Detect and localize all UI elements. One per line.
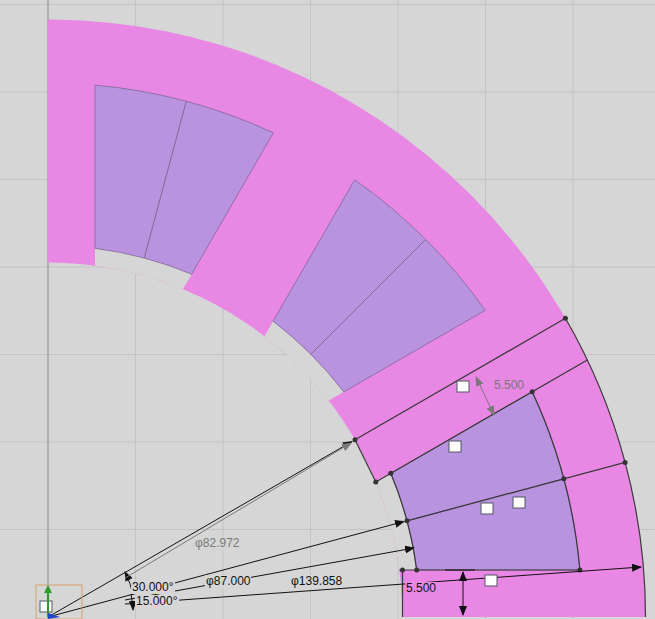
diameter-dimension: φ87.000: [205, 575, 251, 588]
coil-segments: [95, 85, 580, 570]
dimension-value: 5.500: [493, 379, 525, 392]
angle-dimension: 30.000°: [131, 581, 175, 594]
sketch-outline: [355, 318, 646, 617]
dimension-value: 5.500: [405, 582, 437, 595]
diameter-dimension: φ82.972: [194, 537, 240, 550]
sketch-points: [353, 316, 628, 573]
dimension-lines: [48, 442, 641, 618]
diameter-dimension: φ139.858: [290, 575, 343, 588]
stator-core: [48, 20, 646, 618]
constraint-icons: [40, 381, 525, 612]
reference-dimensions: [125, 377, 494, 578]
origin-marker: [36, 585, 82, 619]
angle-dimension: 15.000°: [135, 595, 179, 608]
